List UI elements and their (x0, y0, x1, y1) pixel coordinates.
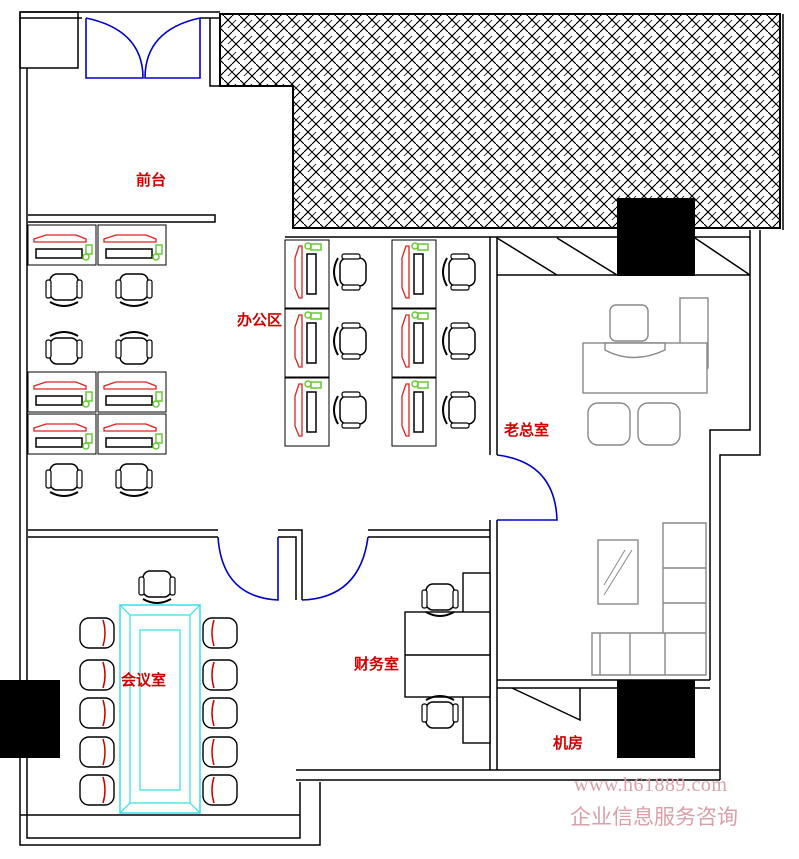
office-workstations (284, 239, 476, 447)
watermark-company: 企业信息服务咨询 (570, 805, 738, 829)
doors (85, 17, 558, 601)
watermark-url: www.h61889.com (574, 774, 728, 796)
room-label-finance-room: 财务室 (354, 655, 400, 673)
room-label-meeting-room: 会议室 (121, 671, 167, 689)
pillar (617, 680, 695, 758)
meeting-room-furniture (79, 570, 238, 814)
pillar (0, 680, 60, 758)
hatched-area (219, 13, 781, 229)
finance-furniture (404, 572, 491, 744)
reception-workstations (27, 224, 167, 497)
room-label-server-room: 机房 (553, 734, 584, 752)
room-label-reception: 前台 (136, 171, 167, 189)
walls (19, 11, 784, 846)
room-label-ceo-office: 老总室 (504, 421, 550, 439)
ceo-furniture (582, 297, 709, 676)
room-label-office-area: 办公区 (237, 311, 283, 329)
